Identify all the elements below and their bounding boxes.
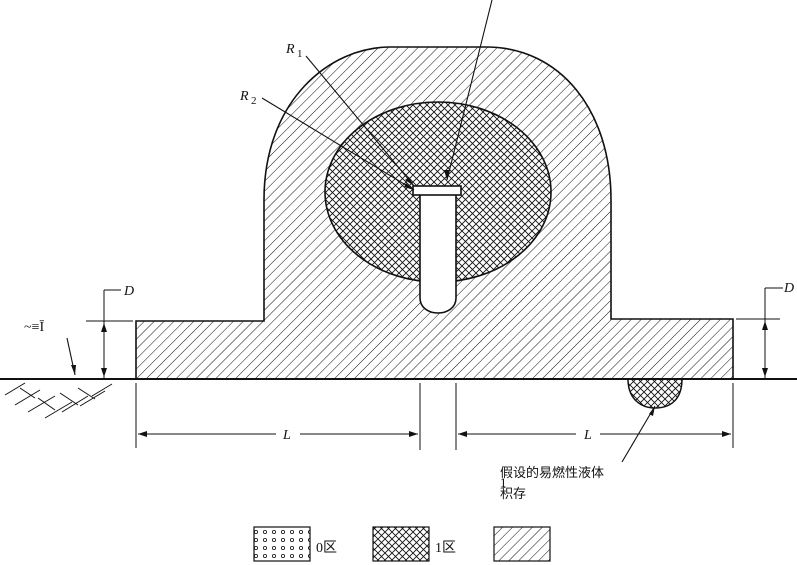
dimension-l-left [135, 383, 421, 450]
vent-cap [412, 185, 462, 196]
legend-zone0-label: 0区 [316, 540, 337, 556]
ground-hatching [4, 382, 113, 419]
dimension-l-right [455, 383, 734, 450]
puddle-note-line3: 积存 [500, 486, 526, 501]
puddle-note-line2: 1 [500, 475, 507, 490]
dimension-l-right-label: L [583, 428, 592, 443]
r1-subscript: 1 [297, 48, 303, 60]
r2-label: R [239, 89, 249, 104]
arrowheads [71, 170, 655, 416]
r1-label: R [285, 42, 295, 57]
vent-pipe [419, 193, 457, 314]
legend-zone1-label: 1区 [435, 540, 456, 556]
dimension-d-left [86, 289, 133, 379]
dimension-l-left-label: L [282, 428, 291, 443]
liquid-puddle [627, 378, 683, 409]
r2-subscript: 2 [251, 95, 257, 107]
zone2-swatch-icon [493, 526, 551, 562]
legend: 0区 1区 [253, 526, 551, 562]
zone0-swatch-icon [253, 526, 311, 562]
zone1-swatch-icon [372, 526, 430, 562]
dimension-d-left-label: D [123, 284, 134, 299]
dimension-d-right [736, 287, 783, 379]
dimension-d-right-label: D [783, 281, 794, 296]
puddle-note-line1: 假设的易燃性液体 [500, 465, 604, 480]
ground-label: ~≡Ī [24, 319, 44, 335]
